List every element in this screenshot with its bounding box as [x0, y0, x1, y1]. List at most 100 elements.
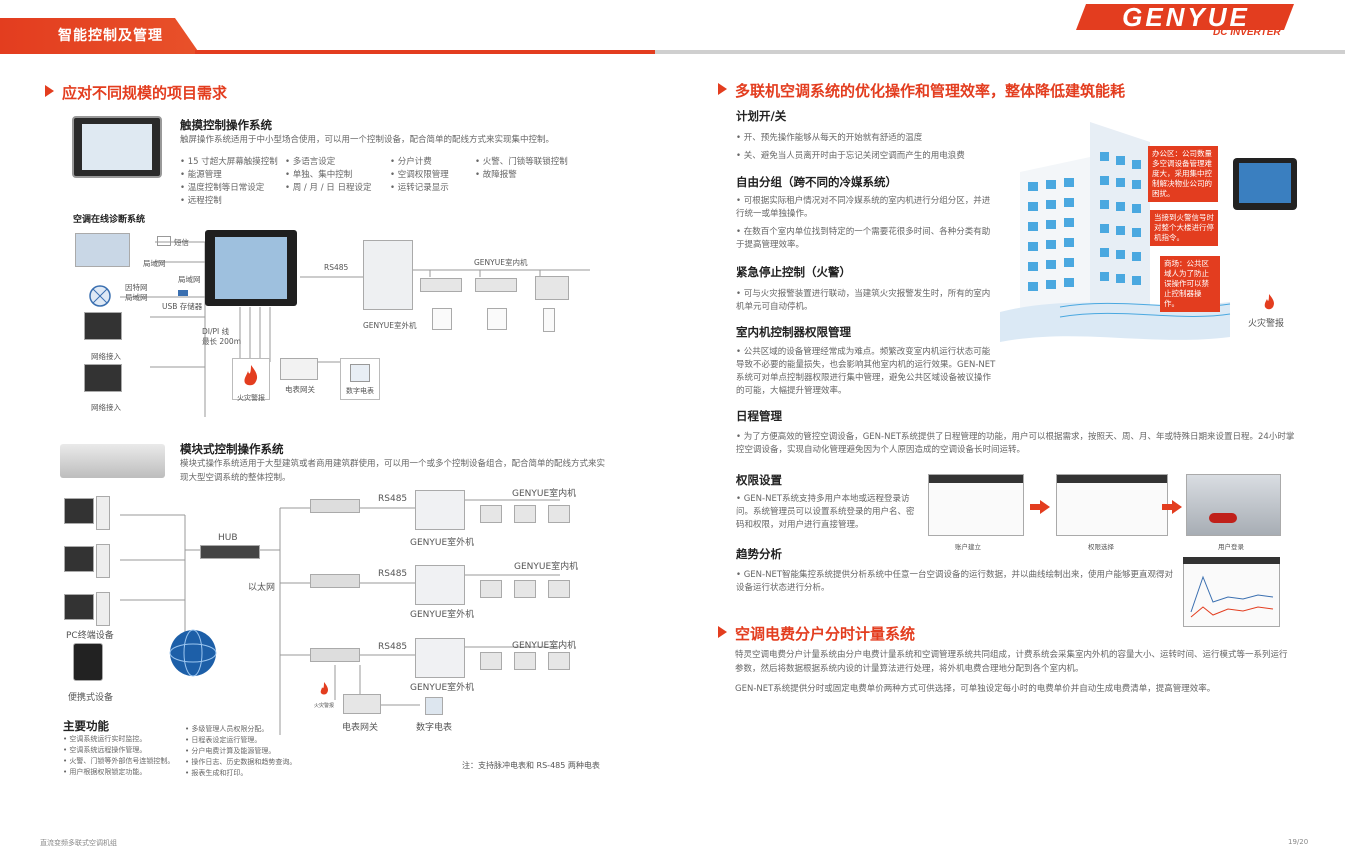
login-caption: 用户登录: [1218, 543, 1244, 551]
authority-items: • 公共区域的设备管理经常成为难点。频繁改变室内机运行状态可能导致不必要的能量损…: [736, 347, 996, 396]
permission-screenshot: [1056, 474, 1168, 536]
arrow-right-icon: [1162, 500, 1182, 514]
group-title: 自由分组（跨不同的冷媒系统）: [736, 175, 897, 189]
outdoor-label: GENYUE室外机: [363, 321, 417, 330]
left-section-title: 应对不同规模的项目需求: [45, 82, 227, 103]
cassette-2c: [548, 580, 570, 598]
indoor-duct-1: [420, 278, 462, 292]
meter-label-2: 数字电表: [416, 723, 453, 733]
internet-label: 因特网: [125, 283, 148, 292]
mail-icon: [157, 236, 171, 246]
portable-label: 便携式设备: [68, 693, 114, 703]
ethernet-label: 以太网: [248, 583, 276, 593]
diag1-title: 空调在线诊断系统: [73, 215, 146, 225]
pc-terminal-2: [64, 546, 94, 572]
emergency-title: 紧急停止控制（火警）: [736, 265, 851, 279]
pc-label: PC终端设备: [66, 631, 114, 641]
arrow-right-icon: [1030, 500, 1050, 514]
digital-meter-box: 数字电表: [340, 358, 380, 400]
cassette-3c: [548, 652, 570, 670]
genyue-logo: GENYUE: [1076, 2, 1294, 32]
footer-left: 直流变频多联式空调机组: [40, 839, 117, 847]
rs485-label: RS485: [324, 263, 349, 272]
dip-label: DI/PI 线最长 200m: [202, 327, 242, 346]
remote-controller: [543, 308, 555, 332]
rs485-label-2: RS485: [378, 569, 408, 579]
cassette-1c: [548, 505, 570, 523]
page-number: 19/20: [1288, 838, 1309, 846]
hub-image: [200, 545, 260, 559]
mall-note: 商场：公共区域人为了防止误操作可以禁止控制器操作。: [1160, 256, 1220, 312]
pc-tower-1: [96, 496, 110, 530]
module-controller-3: [310, 648, 360, 662]
lan-label-2: 局域网: [178, 275, 201, 284]
billing-title: 空调电费分户分时计量系统: [718, 623, 915, 644]
tablet-image: [73, 643, 103, 681]
lan-label-3: 局域网: [125, 293, 148, 302]
diag2-lines: [120, 499, 560, 735]
svg-text:GENYUE: GENYUE: [1122, 2, 1250, 32]
touch-title: 触摸控制操作系统: [180, 118, 272, 132]
header-tag: 智能控制及管理: [58, 28, 163, 44]
sms-label: 短信: [174, 238, 189, 247]
schedule-items: • 为了方便高效的管控空调设备，GEN-NET系统提供了日程管理的功能，用户可以…: [736, 432, 1295, 455]
outdoor-unit-3: [415, 638, 465, 678]
net-label-1: 网络接入: [91, 352, 121, 361]
outdoor-unit-2: [415, 565, 465, 605]
pc-terminal-3: [64, 594, 94, 620]
wired-controller-2: [487, 308, 507, 330]
rs485-label-1: RS485: [378, 494, 408, 504]
cassette-2a: [480, 580, 502, 598]
module-title: 模块式控制操作系统: [180, 442, 284, 456]
touch-controller-image: [205, 230, 297, 306]
usb-label: USB 存储器: [162, 302, 203, 311]
right-section-title: 多联机空调系统的优化操作和管理效率，整体降低建筑能耗: [718, 80, 1125, 101]
main-func-col2: • 多级管理人员权限分配。 • 日程表设定运行管理。 • 分户电费计算及能源管理…: [185, 725, 297, 777]
building-illustration: [1000, 122, 1231, 342]
fire-signal-note: 当接到火警信号时对整个大楼进行停机指令。: [1150, 210, 1218, 246]
office-note: 办公区：公司数量多空调设备管理难度大，采用集中控制解决物业公司的困扰。: [1148, 146, 1218, 202]
permission-caption: 权限选择: [1088, 543, 1114, 551]
module-desc: 模块式操作系统适用于大型建筑或者商用建筑群使用，可以用一个或多个控制设备组合，配…: [180, 459, 606, 483]
cassette-2b: [514, 580, 536, 598]
pc-tower-2: [96, 544, 110, 578]
login-screenshot: [1186, 474, 1281, 536]
billing-para-2: GEN-NET系统提供分时或固定电费单价两种方式可供选择，可单独设定每小时的电费…: [735, 684, 1216, 694]
globe-icon: [169, 629, 217, 677]
cassette-1a: [480, 505, 502, 523]
cassette-3a: [480, 652, 502, 670]
fire-alarm-2: 火灾警报: [312, 680, 336, 710]
hub-label: HUB: [218, 533, 238, 543]
module-controller-1: [310, 499, 360, 513]
net-monitor-1: [84, 312, 122, 340]
main-func-title: 主要功能: [63, 719, 109, 733]
indoor-label-1: GENYUE室内机: [512, 489, 577, 499]
digital-meter-2: [425, 697, 443, 715]
meter-gw-label: 电表网关: [285, 385, 315, 394]
plan-title: 计划开/关: [736, 109, 787, 123]
wired-controller-1: [432, 308, 452, 330]
triangle-icon: [718, 626, 727, 638]
schedule-title: 日程管理: [736, 409, 782, 423]
indoor-cassette: [535, 276, 569, 300]
touch-features-col2: • 多语言设定 • 单独、集中控制 • 周 / 月 / 日 日程设定: [285, 157, 372, 193]
authority-title: 室内机控制器权限管理: [736, 325, 851, 339]
meter-note: 注：支持脉冲电表和 RS-485 两种电表: [462, 761, 600, 770]
emergency-items: • 可与火灾报警装置进行联动，当建筑火灾报警发生时，所有的室内机单元可自动停机。: [736, 289, 991, 312]
net-label-2: 网络接入: [91, 403, 121, 412]
touch-features-col1: • 15 寸超大屏幕触摸控制 • 能源管理 • 温度控制等日常设定 • 远程控制: [180, 157, 278, 206]
pc-terminal-1: [64, 498, 94, 524]
lan-label-1: 局域网: [143, 259, 166, 268]
trend-items: • GEN-NET智能集控系统提供分析系统中任意一台空调设备的运行数据，并以曲线…: [736, 570, 1174, 593]
module-controller-image: [60, 444, 165, 478]
usb-icon: [178, 290, 188, 296]
touch-features-col4: • 火警、门锁等联锁控制 • 故障报警: [475, 157, 568, 180]
trend-title: 趋势分析: [736, 547, 782, 561]
meter-gateway-2: [343, 694, 381, 714]
cassette-3b: [514, 652, 536, 670]
fire-alarm-box: 火灾警报: [232, 358, 270, 402]
main-func-col1: • 空调系统运行实时监控。 • 空调系统远程操作管理。 • 火警、门锁等外部信号…: [63, 735, 175, 776]
meter-gw-label-2: 电表网关: [342, 723, 379, 733]
trend-chart-screenshot: [1183, 557, 1280, 627]
touch-features-col3: • 分户计费 • 空调权限管理 • 运转记录显示: [390, 157, 449, 193]
